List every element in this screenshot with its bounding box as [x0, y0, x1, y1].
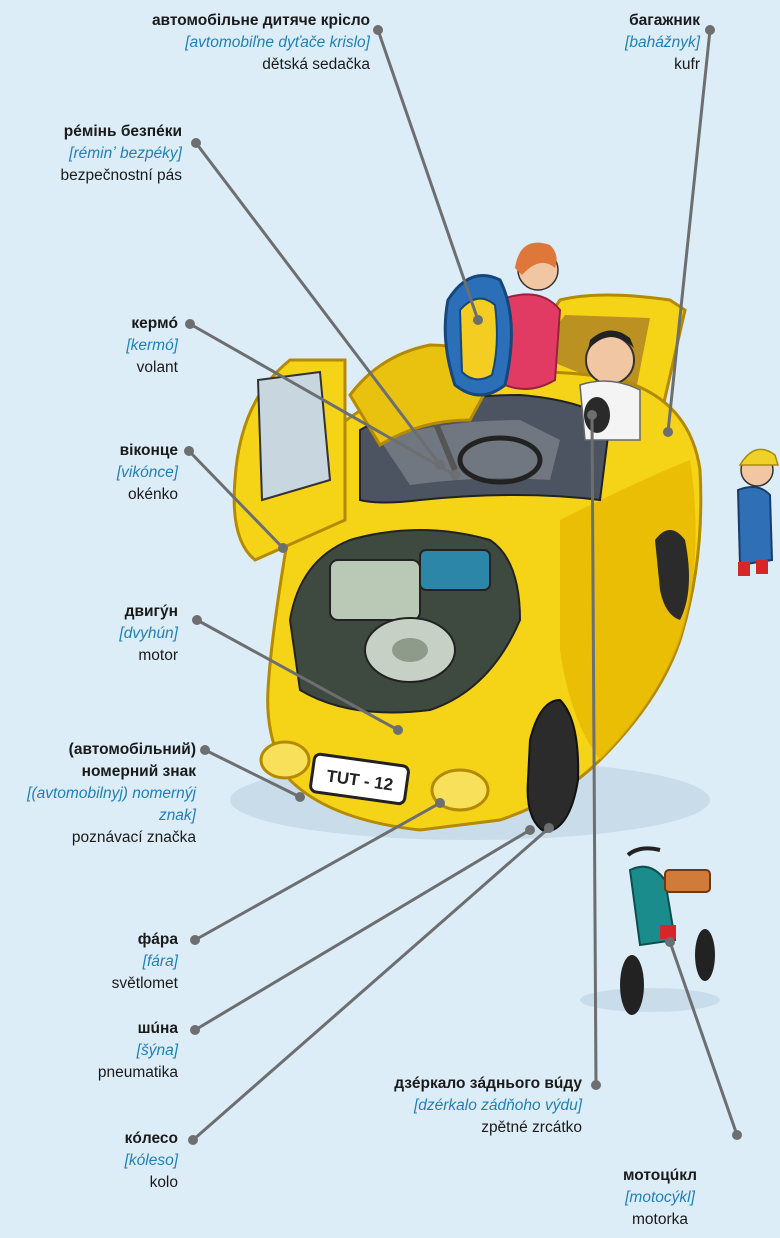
label-motorcycle: мотоцúкл [motocýkl] motorka [540, 1165, 780, 1231]
label-motorcycle-transliteration: [motocýkl] [540, 1187, 780, 1209]
label-car-seat-transliteration: [avtomobiľne dyťače krislo] [130, 32, 370, 54]
label-mirror: дзéркало зáднього вúду [dzérkalo zádňoho… [342, 1073, 582, 1139]
label-mirror-czech: zpětné zrcátko [342, 1117, 582, 1139]
label-car-seat: автомобільне дитяче крісло [avtomobiľne … [130, 10, 370, 76]
label-license-plate-ukrainian: (автомобільний) номерний знак [0, 739, 196, 783]
label-steering-wheel: кермó [kermó] volant [0, 313, 178, 379]
label-steering-wheel-transliteration: [kermó] [0, 335, 178, 357]
woman-illustration [445, 243, 560, 395]
label-mirror-ukrainian: дзéркало зáднього вúду [342, 1073, 582, 1095]
label-seat-belt-ukrainian: рéмінь безпéки [0, 121, 182, 143]
label-engine-ukrainian: двигýн [0, 601, 178, 623]
label-license-plate: (автомобільний) номерний знак [(avtomobi… [0, 739, 196, 849]
label-window-czech: okénko [0, 484, 178, 506]
label-steering-wheel-czech: volant [0, 357, 178, 379]
label-license-plate-czech: poznávací značka [0, 827, 196, 849]
label-headlight-ukrainian: фáра [0, 929, 178, 951]
label-car-seat-ukrainian: автомобільне дитяче крісло [130, 10, 370, 32]
label-wheel-ukrainian: кóлесо [0, 1128, 178, 1150]
label-seat-belt-transliteration: [réminʼ bezpéky] [0, 143, 182, 165]
label-tire-ukrainian: шúна [0, 1018, 178, 1040]
label-motorcycle-czech: motorka [540, 1209, 780, 1231]
label-tire: шúна [šýna] pneumatika [0, 1018, 178, 1084]
label-wheel-transliteration: [kóleso] [0, 1150, 178, 1172]
label-window-transliteration: [vikónce] [0, 462, 178, 484]
label-seat-belt: рéмінь безпéки [réminʼ bezpéky] bezpečno… [0, 121, 182, 187]
label-engine-transliteration: [dvyhún] [0, 623, 178, 645]
label-trunk-transliteration: [bahážnyk] [460, 32, 700, 54]
label-trunk-ukrainian: багажник [460, 10, 700, 32]
label-window: віконце [vikónce] okénko [0, 440, 178, 506]
label-engine-czech: motor [0, 645, 178, 667]
label-motorcycle-ukrainian: мотоцúкл [540, 1165, 780, 1187]
label-headlight-czech: světlomet [0, 973, 178, 995]
label-trunk: багажник [bahážnyk] kufr [460, 10, 700, 76]
label-window-ukrainian: віконце [0, 440, 178, 462]
label-steering-wheel-ukrainian: кермó [0, 313, 178, 335]
label-wheel: кóлесо [kóleso] kolo [0, 1128, 178, 1194]
label-seat-belt-czech: bezpečnostní pás [0, 165, 182, 187]
label-wheel-czech: kolo [0, 1172, 178, 1194]
label-car-seat-czech: dětská sedačka [130, 54, 370, 76]
motorcycle-illustration [580, 848, 720, 1015]
label-tire-czech: pneumatika [0, 1062, 178, 1084]
label-engine: двигýн [dvyhún] motor [0, 601, 178, 667]
label-tire-transliteration: [šýna] [0, 1040, 178, 1062]
label-trunk-czech: kufr [460, 54, 700, 76]
child-illustration [738, 449, 778, 576]
label-license-plate-transliteration: [(avtomobilnyj) nomernýj znak] [0, 783, 196, 827]
label-headlight-transliteration: [fára] [0, 951, 178, 973]
label-headlight: фáра [fára] světlomet [0, 929, 178, 995]
label-mirror-transliteration: [dzérkalo zádňoho výdu] [342, 1095, 582, 1117]
